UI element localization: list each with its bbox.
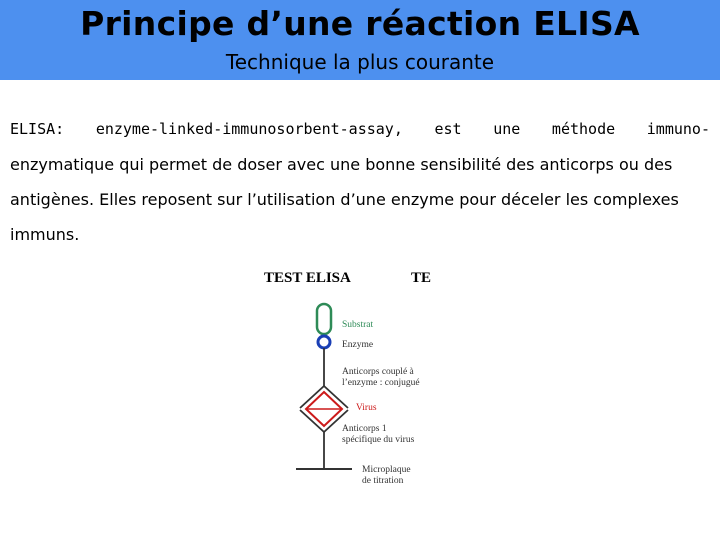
enzyme-shape xyxy=(316,334,332,350)
paragraph-line-1: ELISA: enzyme-linked-immunosorbent-assay… xyxy=(10,112,710,147)
body-paragraph: ELISA: enzyme-linked-immunosorbent-assay… xyxy=(10,112,710,252)
label-enzyme: Enzyme xyxy=(342,340,374,350)
paragraph-line-3: antigènes. Elles reposent sur l’utilisat… xyxy=(10,190,679,209)
page-subtitle: Technique la plus courante xyxy=(225,50,495,74)
capture-arm-left xyxy=(299,409,325,433)
substrate-shape xyxy=(315,302,333,336)
conjugate-arm-left xyxy=(299,385,325,409)
label-virus: Virus xyxy=(356,403,377,413)
paragraph-line-2: enzymatique qui permet de doser avec une… xyxy=(10,155,673,174)
term-elisa: ELISA: xyxy=(10,120,65,138)
word-est: est xyxy=(434,120,462,138)
term-expansion: enzyme-linked-immunosorbent-assay, xyxy=(95,120,403,138)
label-microplaque-line1: Microplaque xyxy=(362,465,411,475)
diagram-title-fragment: TE xyxy=(411,270,432,286)
word-immuno: immuno- xyxy=(646,120,710,138)
label-anticorps-line1: Anticorps 1 xyxy=(342,424,387,434)
word-une: une xyxy=(493,120,521,138)
capture-arm-right xyxy=(323,409,349,433)
label-substrat: Substrat xyxy=(342,320,374,330)
label-microplaque-line2: de titration xyxy=(362,476,404,486)
label-conjugue-line1: Anticorps couplé à xyxy=(342,367,414,377)
word-methode: méthode xyxy=(551,120,616,138)
diagram-title: TEST ELISA xyxy=(264,270,351,286)
label-anticorps-line2: spécifique du virus xyxy=(342,435,415,445)
page-title: Principe d’une réaction ELISA xyxy=(80,4,640,43)
paragraph-line-4: immuns. xyxy=(10,225,80,244)
label-conjugue-line2: l’enzyme : conjugué xyxy=(342,378,420,388)
title-banner: Principe d’une réaction ELISA Technique … xyxy=(0,0,720,80)
elisa-diagram: TEST ELISA TE Substrat Enzyme Anticorps … xyxy=(256,262,456,492)
virus-shape xyxy=(304,390,344,428)
elisa-schematic xyxy=(296,302,352,470)
conjugate-arm-right xyxy=(323,385,349,409)
